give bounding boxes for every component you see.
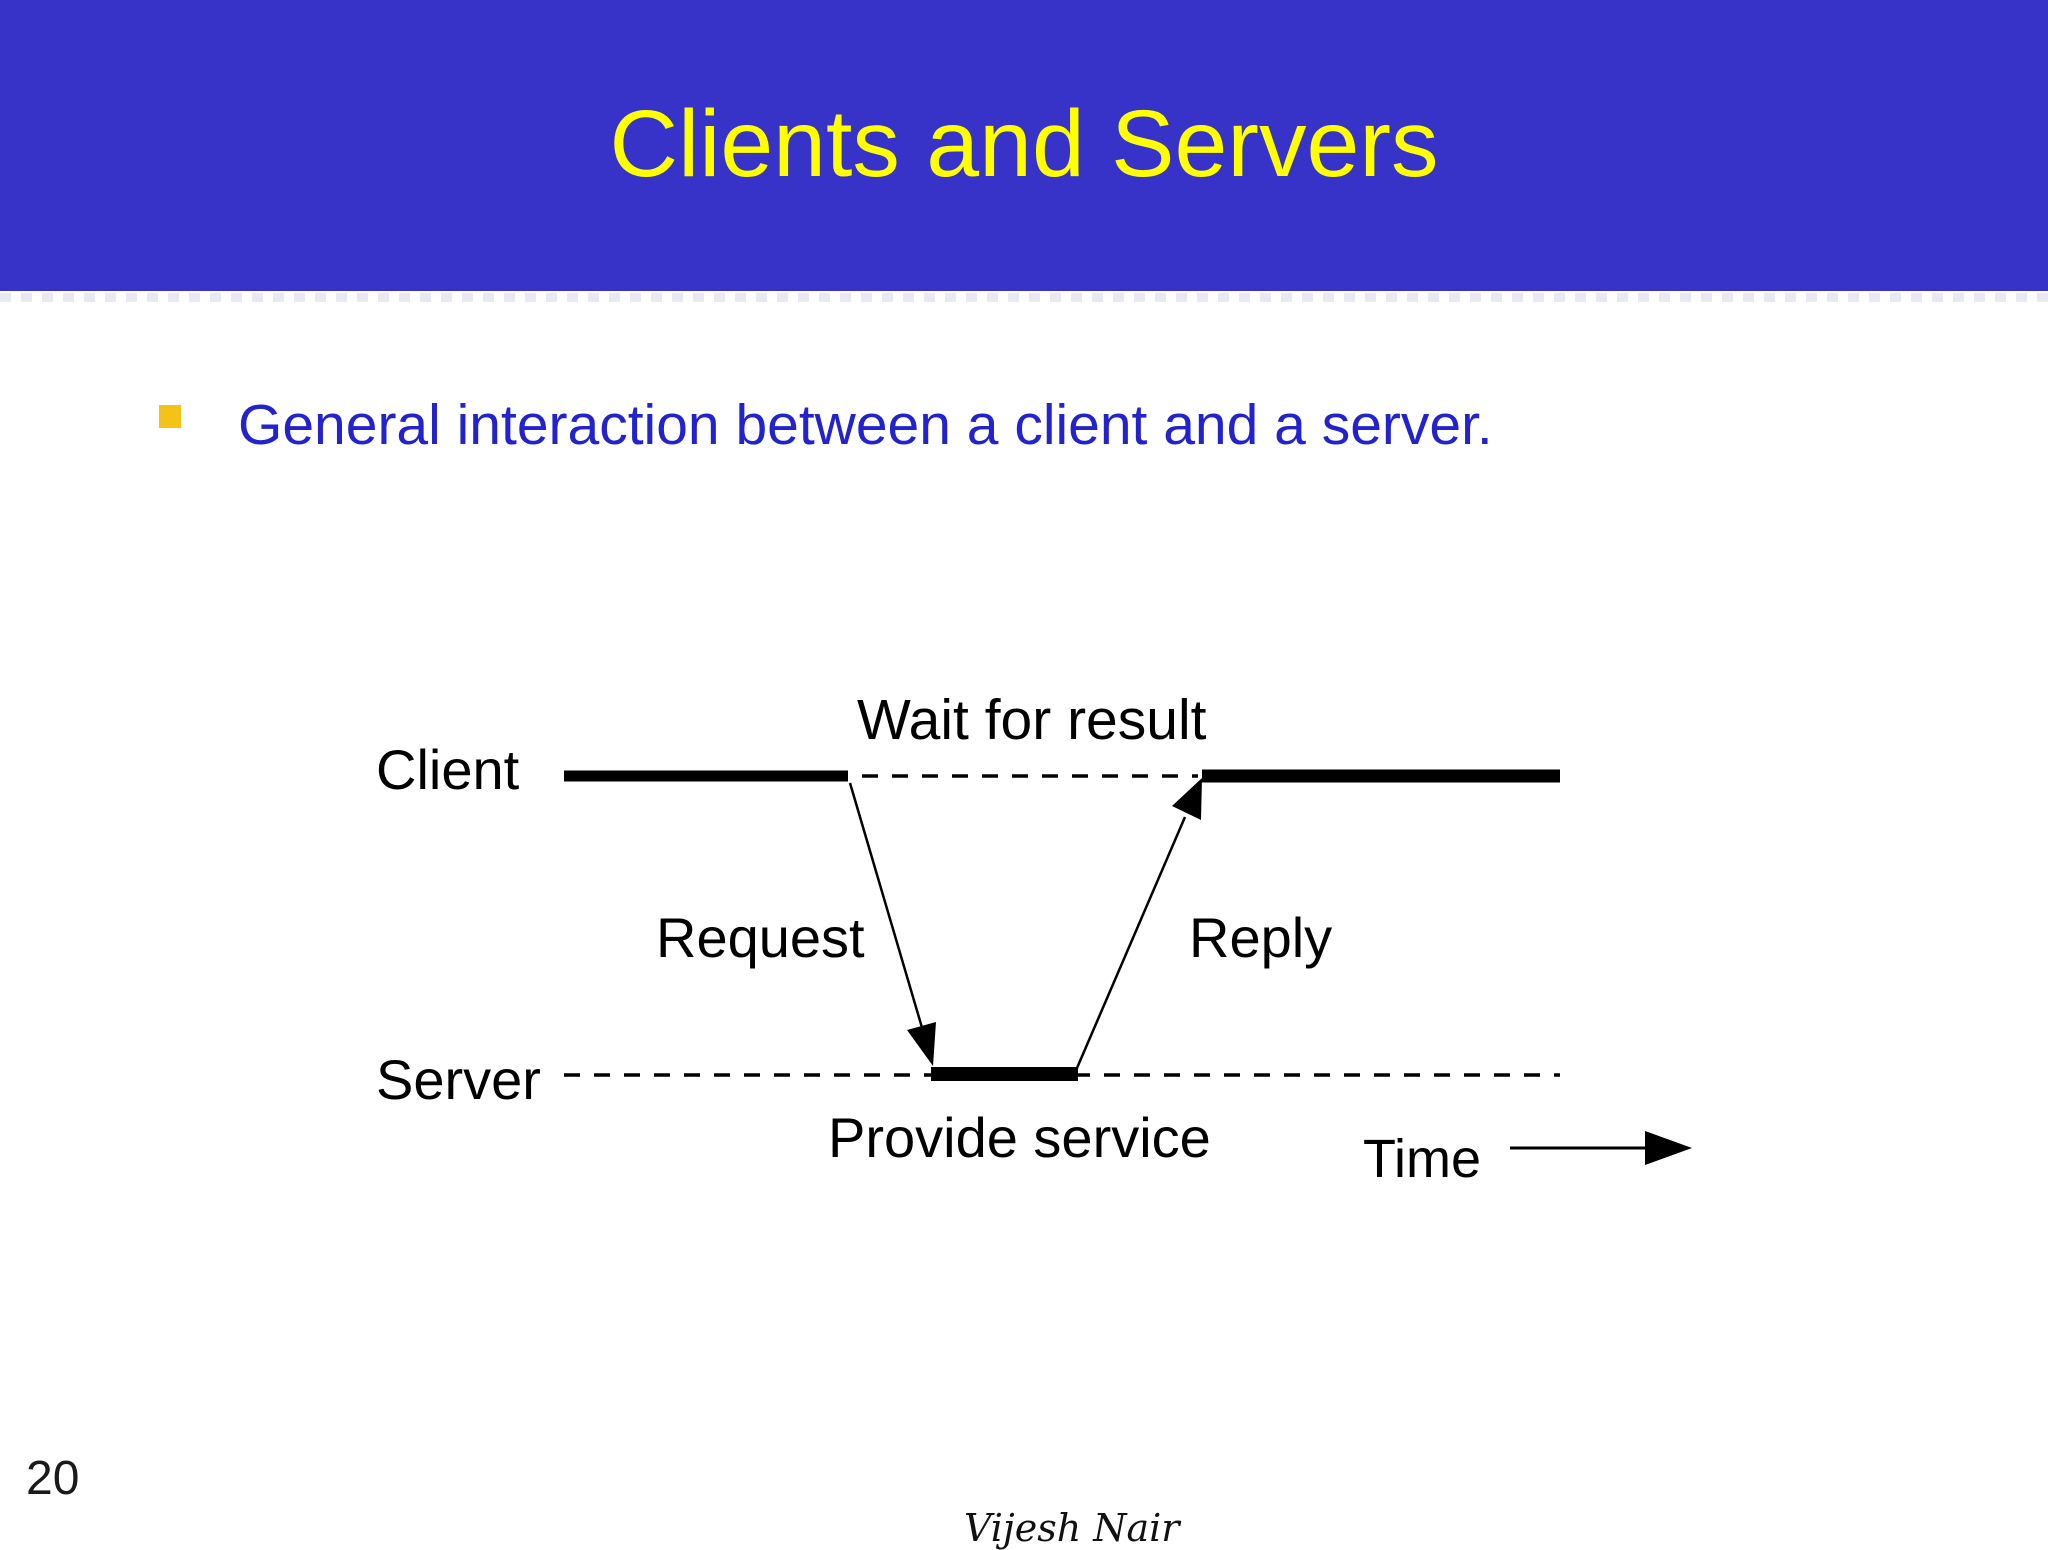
banner-dashed-divider — [0, 293, 2048, 302]
time-label: Time — [1363, 1129, 1481, 1189]
request-arrow-line — [848, 782, 930, 1049]
request-arrowhead — [907, 1022, 936, 1066]
page-title: Clients and Servers — [609, 91, 1439, 197]
time-arrowhead — [1645, 1131, 1692, 1165]
wait-for-result-label: Wait for result — [857, 688, 1207, 752]
bullet-square-icon — [159, 405, 181, 428]
client-label: Client — [376, 738, 520, 801]
author-signature: Vijesh Nair — [964, 1506, 1180, 1550]
reply-label: Reply — [1189, 906, 1333, 969]
reply-arrowhead — [1172, 778, 1202, 820]
page-number: 20 — [26, 1452, 80, 1505]
reply-arrow-line — [1075, 816, 1187, 1069]
provide-service-label: Provide service — [828, 1106, 1211, 1169]
server-label: Server — [376, 1048, 541, 1111]
title-banner: Clients and Servers — [0, 0, 2048, 291]
bullet-text: General interaction between a client and… — [238, 393, 1493, 457]
request-label: Request — [656, 906, 865, 969]
